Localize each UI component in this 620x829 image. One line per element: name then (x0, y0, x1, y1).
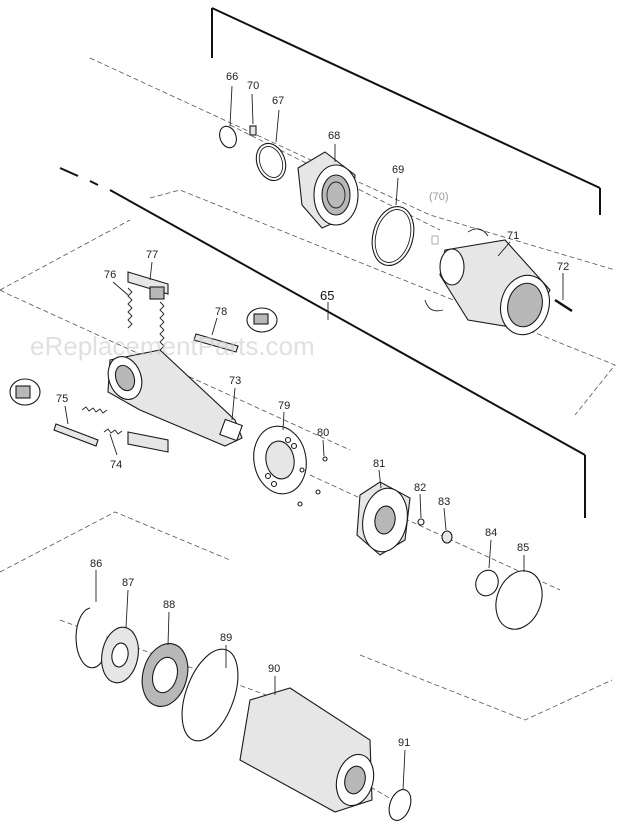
part-70-pin-ghost (431, 235, 439, 245)
label-77: 77 (146, 249, 158, 261)
label-85: 85 (517, 542, 529, 554)
part-90-nose-housing[interactable] (239, 687, 379, 813)
label-74: 74 (110, 459, 122, 471)
label-80: 80 (317, 427, 329, 439)
part-83-roller[interactable] (441, 530, 453, 544)
part-72-pin[interactable] (554, 298, 573, 313)
part-69-ring[interactable] (366, 202, 420, 270)
label-89: 89 (220, 632, 232, 644)
part-74-springs[interactable] (81, 406, 123, 435)
part-76-springs[interactable] (127, 287, 165, 359)
part-80-balls[interactable] (297, 456, 328, 507)
label-88: 88 (163, 599, 175, 611)
label-70: 70 (247, 80, 259, 92)
label-78: 78 (215, 306, 227, 318)
group-bracket-top (211, 7, 601, 215)
label-68: 68 (328, 130, 340, 142)
label-82: 82 (414, 482, 426, 494)
label-71: 71 (507, 230, 519, 242)
part-68-housing[interactable] (297, 151, 359, 229)
label-86: 86 (90, 558, 102, 570)
part-66-ring[interactable] (217, 124, 240, 150)
part-81-cage[interactable] (356, 481, 412, 556)
label-70-ghost: (70) (429, 191, 449, 203)
label-72: 72 (557, 261, 569, 273)
dashed-boundaries (0, 57, 616, 721)
label-66: 66 (226, 71, 238, 83)
part-75-pin[interactable] (53, 423, 99, 447)
group-bracket-65 (59, 167, 586, 518)
part-67-ring-inner (258, 146, 284, 178)
part-82-ball[interactable] (417, 518, 425, 526)
part-85-ring[interactable] (488, 564, 550, 635)
label-73: 73 (229, 375, 241, 387)
label-84: 84 (485, 527, 497, 539)
part-79-plate[interactable] (248, 422, 311, 498)
detail-circle-left-inner (15, 385, 31, 399)
label-81: 81 (373, 458, 385, 470)
part-77-block[interactable] (127, 271, 169, 300)
part-87-washer[interactable] (97, 624, 142, 685)
part-69-ring-inner (374, 209, 412, 263)
detail-circle-top-inner (253, 313, 269, 325)
label-69: 69 (392, 164, 404, 176)
part-70-pin[interactable] (249, 125, 257, 136)
part-78-pin[interactable] (193, 333, 239, 353)
label-83: 83 (438, 496, 450, 508)
part-67-ring[interactable] (251, 139, 290, 184)
watermark: eReplacementParts.com (30, 331, 315, 361)
part-91-circlip[interactable] (385, 787, 415, 824)
label-90: 90 (268, 663, 280, 675)
label-87: 87 (122, 577, 134, 589)
label-79: 79 (278, 400, 290, 412)
part-84-ring[interactable] (472, 567, 502, 599)
leader-lines (64, 85, 564, 791)
part-74-block[interactable] (127, 431, 169, 453)
part-73-hammer-shaft[interactable] (102, 349, 243, 447)
label-91: 91 (398, 737, 410, 749)
label-75: 75 (56, 393, 68, 405)
label-76: 76 (104, 269, 116, 281)
part-88-bearing[interactable] (135, 638, 194, 711)
label-67: 67 (272, 95, 284, 107)
group-label-65: 65 (320, 288, 334, 303)
part-71-cylinder[interactable] (424, 228, 556, 340)
